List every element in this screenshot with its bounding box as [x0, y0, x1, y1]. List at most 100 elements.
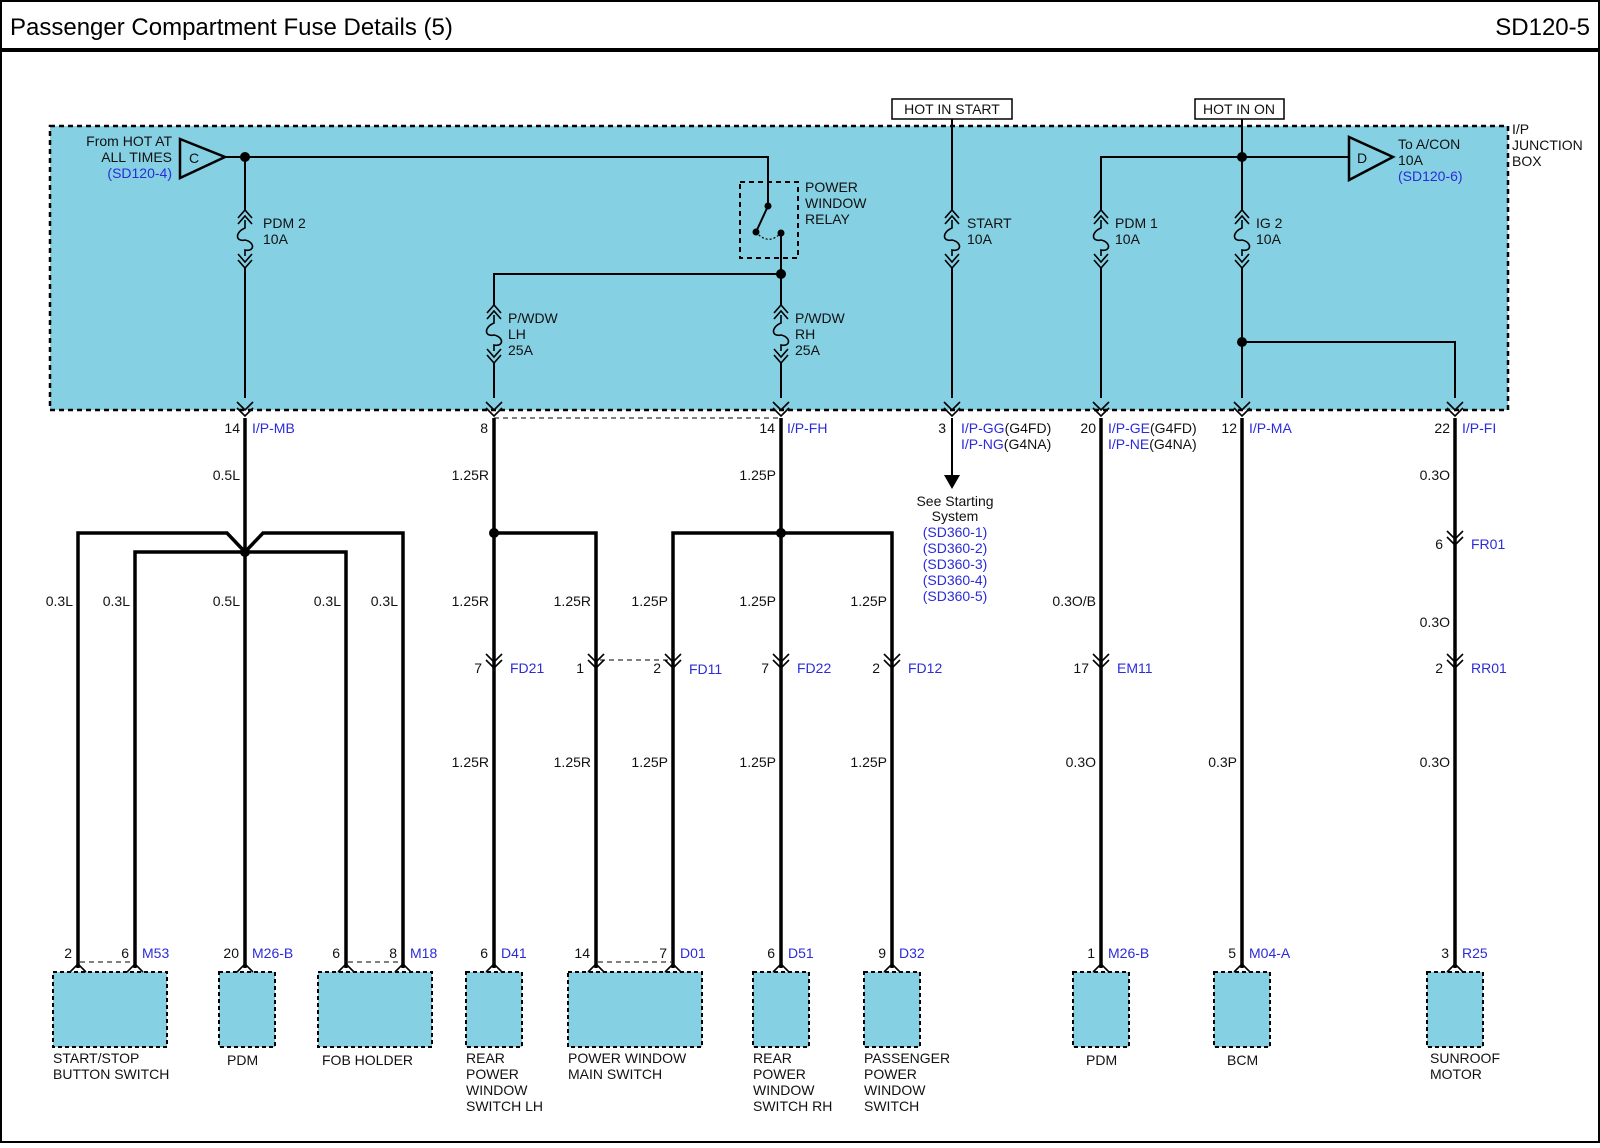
- connector-c-letter: C: [189, 150, 199, 166]
- wire-label-fob1: 0.3L: [314, 593, 341, 609]
- em11-name[interactable]: EM11: [1117, 660, 1153, 676]
- fuse-ig2-label-1: IG 2: [1256, 215, 1283, 231]
- jb-conn-ge-line: I/P-GE(G4FD): [1108, 420, 1197, 436]
- see-starting-ref-4[interactable]: (SD360-4): [923, 572, 988, 588]
- splice-lh: [489, 528, 499, 538]
- bcm-pin: 5: [1228, 945, 1236, 961]
- pas-conn[interactable]: D32: [899, 945, 925, 961]
- fd11-pin-a: 1: [576, 660, 584, 676]
- sunroof-conn[interactable]: R25: [1462, 945, 1488, 961]
- wire-fob-1: [245, 550, 348, 968]
- see-starting-ref-1[interactable]: (SD360-1): [923, 524, 988, 540]
- bcm-conn[interactable]: M04-A: [1249, 945, 1291, 961]
- jb-pin-ma-chevron: [1233, 401, 1251, 412]
- fd12-chevron: [883, 653, 901, 664]
- rrh-name-1: REAR: [753, 1050, 792, 1066]
- jb-conn-fh[interactable]: I/P-FH: [787, 420, 827, 436]
- fd11-b-chevron: [664, 653, 682, 664]
- see-starting-ref-5[interactable]: (SD360-5): [923, 588, 988, 604]
- rr01-pin: 2: [1435, 660, 1443, 676]
- bcm-module: [1213, 971, 1271, 1048]
- wire-label-fh8: 1.25R: [452, 467, 489, 483]
- fuse-ig2-label-2: 10A: [1256, 231, 1282, 247]
- jb-conn-ma[interactable]: I/P-MA: [1249, 420, 1292, 436]
- rlh-name-3: WINDOW: [466, 1082, 528, 1098]
- jb-pin-fh8-chevron-2: [485, 407, 503, 418]
- fuse-pdm2-element: [236, 220, 254, 256]
- see-starting-line1: See Starting: [916, 493, 993, 509]
- fd21-name[interactable]: FD21: [510, 660, 544, 676]
- rear-power-window-switch-rh: [752, 971, 810, 1048]
- main-conn[interactable]: D01: [680, 945, 706, 961]
- fr01-name[interactable]: FR01: [1471, 536, 1505, 552]
- wire-label-bcm: 0.3P: [1208, 754, 1237, 770]
- jb-pin-mb-chevron: [236, 401, 254, 412]
- wire-label-mp-a: 1.25P: [631, 593, 668, 609]
- jb-pin-fi-chevron: [1446, 401, 1464, 412]
- rrh-conn[interactable]: D51: [788, 945, 814, 961]
- wire-label-pas-a: 1.25P: [850, 593, 887, 609]
- fd12-name[interactable]: FD12: [908, 660, 942, 676]
- pdm-conn[interactable]: M26-B: [252, 945, 293, 961]
- jb-pin-fh14-chevron: [772, 401, 790, 412]
- component-terminal-2: [236, 962, 254, 973]
- ss-pin-2: 2: [64, 945, 72, 961]
- fob-name: FOB HOLDER: [322, 1052, 413, 1068]
- wire-label-mb: 0.5L: [213, 467, 240, 483]
- rlh-conn[interactable]: D41: [501, 945, 527, 961]
- hot-in-on-label: HOT IN ON: [1203, 101, 1275, 117]
- ss-conn[interactable]: M53: [142, 945, 169, 961]
- pdm-module: [218, 971, 276, 1048]
- jb-conn-mb[interactable]: I/P-MB: [252, 420, 295, 436]
- pdm1-conn[interactable]: M26-B: [1108, 945, 1149, 961]
- jb-pin-fh8: 8: [480, 420, 488, 436]
- rr01-name[interactable]: RR01: [1471, 660, 1507, 676]
- wire-ss-1: [76, 531, 247, 968]
- wire-label-pas-b: 1.25P: [850, 754, 887, 770]
- jb-conn-ng[interactable]: I/P-NG: [961, 436, 1004, 452]
- wire-label-mr-a: 1.25R: [554, 593, 591, 609]
- passenger-power-window-switch: [863, 971, 921, 1048]
- harness-wires: [76, 418, 1457, 968]
- jb-conn-ng-variant: (G4NA): [1004, 436, 1051, 452]
- jb-conn-gg[interactable]: I/P-GG: [961, 420, 1005, 436]
- wire-label-rrh-b: 1.25P: [739, 754, 776, 770]
- wire-label-ss1: 0.3L: [46, 593, 73, 609]
- page-code: SD120-5: [1495, 14, 1590, 41]
- fuse-pwdw-rh-label-1: P/WDW: [795, 310, 846, 326]
- fob-conn[interactable]: M18: [410, 945, 437, 961]
- wire-label-fob2: 0.3L: [371, 593, 398, 609]
- jb-conn-fi[interactable]: I/P-FI: [1462, 420, 1496, 436]
- junction-box: [48, 124, 1510, 412]
- connector-c-ref[interactable]: (SD120-4): [107, 165, 172, 181]
- jb-label-3: BOX: [1512, 153, 1542, 169]
- wire-main-r: [494, 531, 598, 968]
- splice-mb: [240, 547, 250, 557]
- connector-d-ref[interactable]: (SD120-6): [1398, 168, 1463, 184]
- ss-name-1: START/STOP: [53, 1050, 139, 1066]
- fuse-pwdw-rh-element: [772, 315, 790, 351]
- jb-conn-ge[interactable]: I/P-GE: [1108, 420, 1150, 436]
- pdm1-name: PDM: [1086, 1052, 1117, 1068]
- sunroof-name-2: MOTOR: [1430, 1066, 1482, 1082]
- see-starting-ref-3[interactable]: (SD360-3): [923, 556, 988, 572]
- wire-passenger: [781, 531, 894, 968]
- jb-conn-ne-line: I/P-NE(G4NA): [1108, 436, 1197, 452]
- jb-conn-ne[interactable]: I/P-NE: [1108, 436, 1149, 452]
- ss-name-2: BUTTON SWITCH: [53, 1066, 169, 1082]
- pas-pin: 9: [878, 945, 886, 961]
- component-terminal-12: [1446, 962, 1464, 973]
- fuse-pdm1-element: [1092, 220, 1110, 256]
- start-stop-button-switch: [52, 971, 168, 1048]
- fd11-name[interactable]: FD11: [689, 661, 722, 677]
- pdm-pin: 20: [223, 945, 239, 961]
- fuse-pdm2-cap-top: [237, 208, 253, 225]
- component-terminal-8: [772, 962, 790, 973]
- fd22-name[interactable]: FD22: [797, 660, 831, 676]
- see-starting-ref-2[interactable]: (SD360-2): [923, 540, 988, 556]
- jb-pin-mb: 14: [224, 420, 240, 436]
- fd21-pin: 7: [474, 660, 482, 676]
- bcm-name: BCM: [1227, 1052, 1258, 1068]
- fuse-start-cap-top: [944, 208, 960, 225]
